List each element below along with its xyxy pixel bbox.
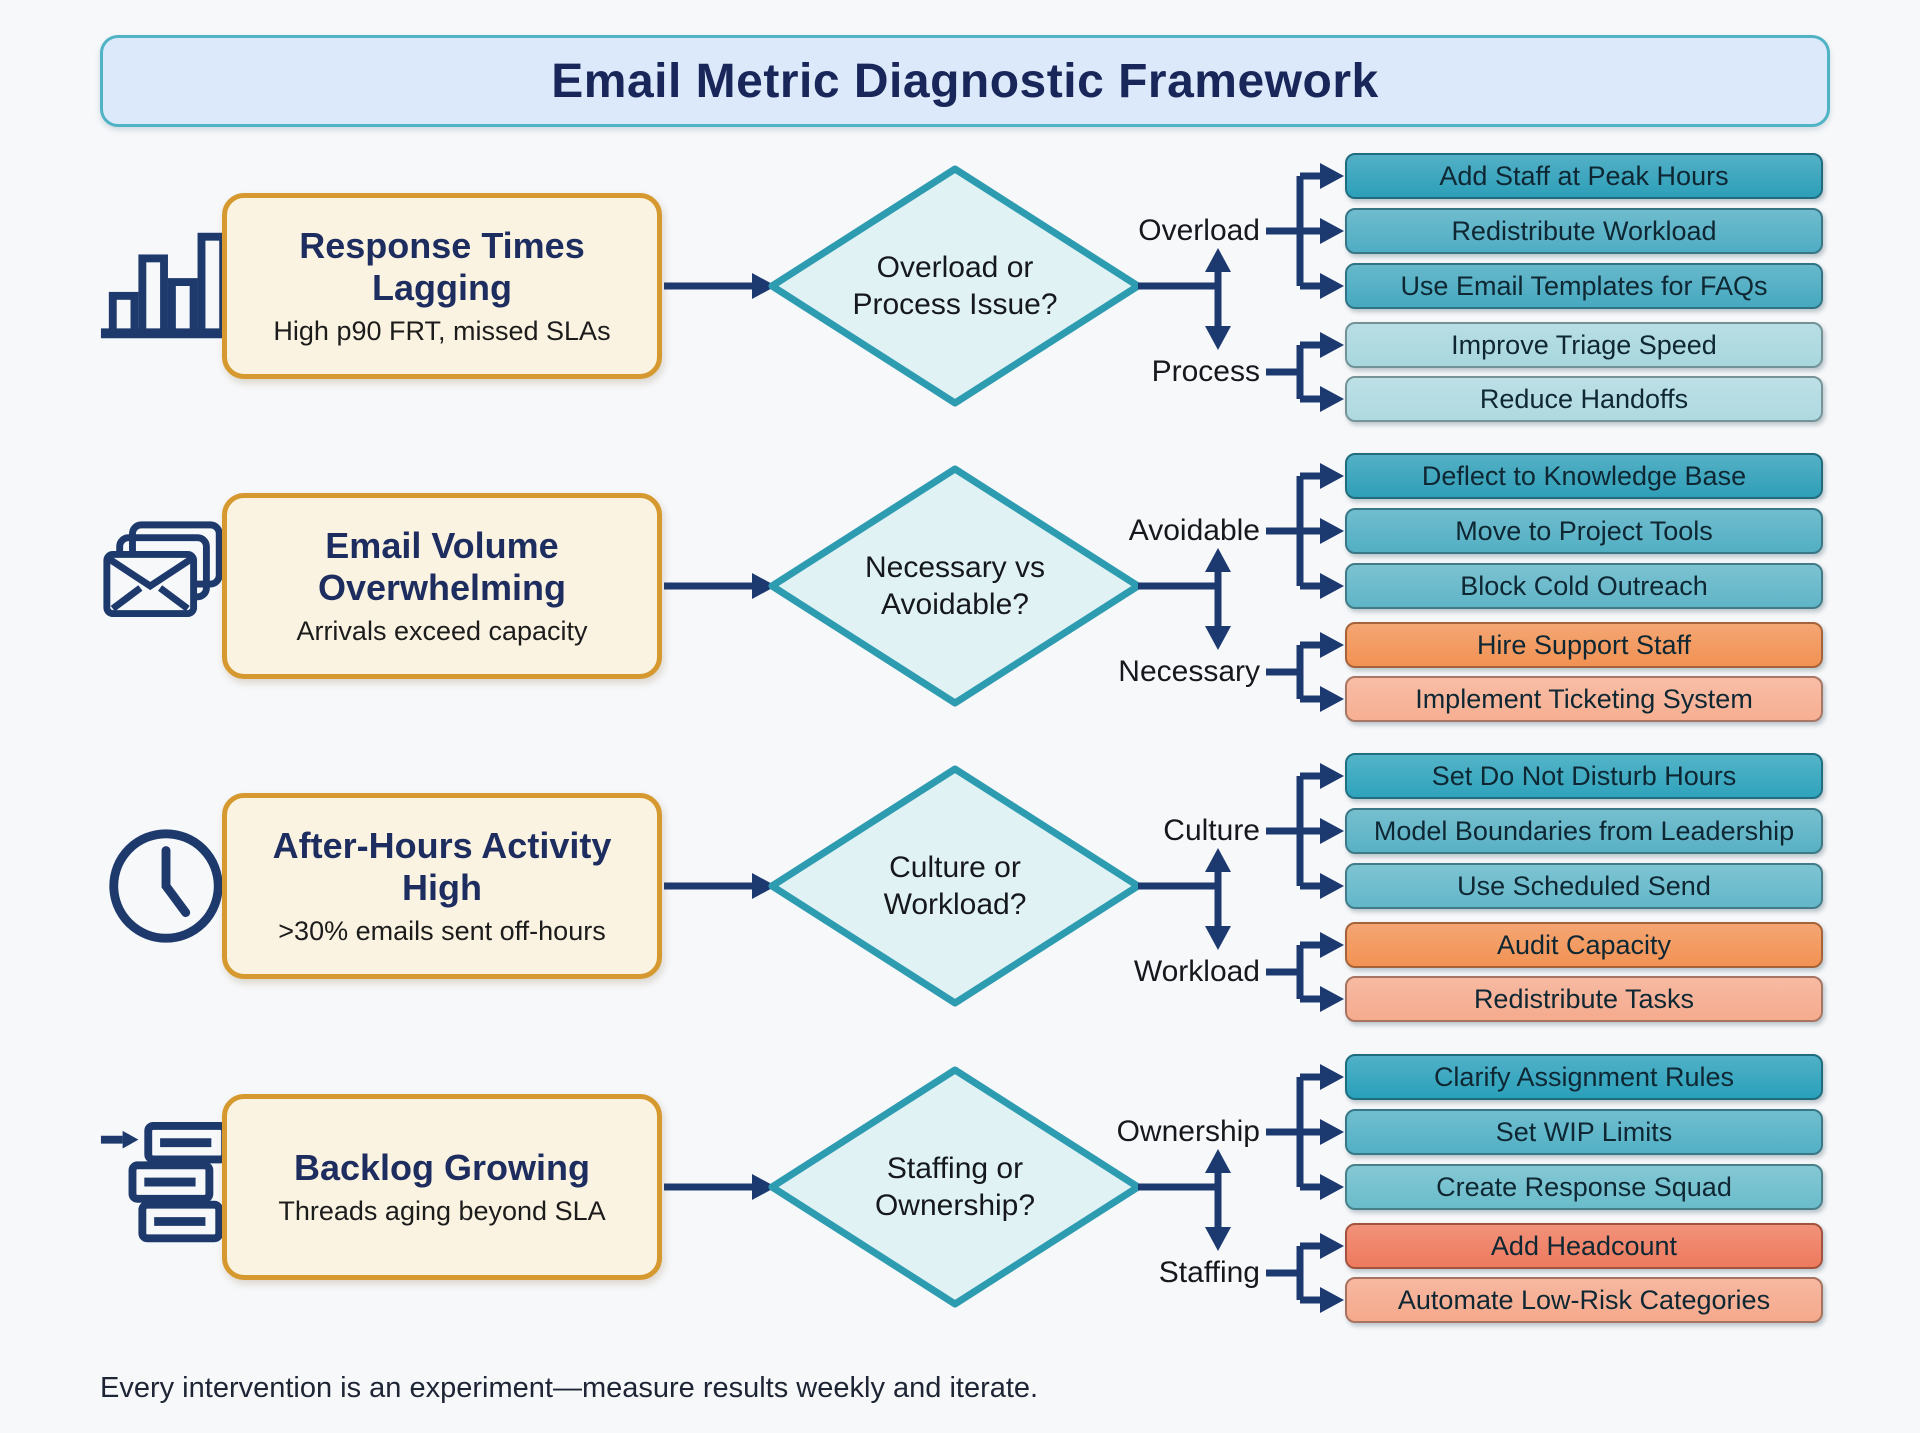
branch-label: Workload: [1133, 955, 1260, 988]
diagnostic-row: After-Hours Activity High >30% emails se…: [0, 736, 1920, 1036]
problem-subtitle: >30% emails sent off-hours: [278, 916, 606, 947]
decision-line: Process Issue?: [852, 288, 1058, 321]
action-box: Move to Project Tools: [1345, 508, 1823, 554]
decision-line: Overload or: [876, 250, 1034, 284]
branch-label: Necessary: [1118, 655, 1260, 688]
problem-title: After-Hours Activity High: [272, 825, 612, 908]
problem-card: After-Hours Activity High >30% emails se…: [222, 793, 662, 979]
action-box: Reduce Handoffs: [1345, 376, 1823, 422]
envelopes-icon: [90, 514, 242, 658]
action-box: Automate Low-Risk Categories: [1345, 1277, 1823, 1323]
page-title: Email Metric Diagnostic Framework: [551, 54, 1379, 108]
action-box: Set Do Not Disturb Hours: [1345, 753, 1823, 799]
problem-card: Backlog Growing Threads aging beyond SLA: [222, 1094, 662, 1280]
problem-subtitle: High p90 FRT, missed SLAs: [273, 316, 611, 347]
problem-title: Backlog Growing: [293, 1146, 591, 1188]
decision-line: Staffing or: [886, 1151, 1024, 1185]
clock-icon: [90, 814, 242, 958]
backlog-queue-icon: [90, 1115, 242, 1259]
action-box: Improve Triage Speed: [1345, 322, 1823, 368]
decision-diamond: Overload or Process Issue?: [805, 232, 1105, 340]
action-box: Hire Support Staff: [1345, 622, 1823, 668]
title-banner: Email Metric Diagnostic Framework: [100, 35, 1830, 127]
branch-label: Process: [1151, 355, 1260, 388]
branch-label: Overload: [1138, 214, 1260, 247]
decision-line: Culture or: [889, 850, 1021, 884]
action-box: Block Cold Outreach: [1345, 563, 1823, 609]
decision-diamond: Staffing or Ownership?: [805, 1133, 1105, 1241]
action-box: Model Boundaries from Leadership: [1345, 808, 1823, 854]
diagnostic-row: Response Times Lagging High p90 FRT, mis…: [0, 136, 1920, 436]
action-box: Set WIP Limits: [1345, 1109, 1823, 1155]
decision-line: Necessary vs: [864, 550, 1046, 584]
action-box: Deflect to Knowledge Base: [1345, 453, 1823, 499]
branch-label: Staffing: [1158, 1256, 1260, 1289]
action-box: Clarify Assignment Rules: [1345, 1054, 1823, 1100]
decision-line: Ownership?: [874, 1189, 1036, 1222]
decision-line: Avoidable?: [881, 588, 1029, 621]
action-box: Use Scheduled Send: [1345, 863, 1823, 909]
branch-label: Culture: [1163, 814, 1260, 847]
branch-label: Avoidable: [1128, 514, 1260, 547]
decision-line: Workload?: [883, 888, 1027, 921]
decision-diamond: Necessary vs Avoidable?: [805, 532, 1105, 640]
problem-subtitle: Threads aging beyond SLA: [278, 1196, 606, 1227]
problem-card: Email Volume Overwhelming Arrivals excee…: [222, 493, 662, 679]
footer-note: Every intervention is an experiment—meas…: [100, 1372, 1039, 1404]
action-box: Audit Capacity: [1345, 922, 1823, 968]
action-box: Redistribute Tasks: [1345, 976, 1823, 1022]
problem-card: Response Times Lagging High p90 FRT, mis…: [222, 193, 662, 379]
branch-label: Ownership: [1116, 1115, 1260, 1148]
action-box: Add Staff at Peak Hours: [1345, 153, 1823, 199]
diagnostic-row: Email Volume Overwhelming Arrivals excee…: [0, 436, 1920, 736]
bar-chart-icon: [90, 214, 242, 358]
problem-subtitle: Arrivals exceed capacity: [296, 616, 588, 647]
problem-title: Response Times Lagging: [299, 225, 585, 308]
decision-diamond: Culture or Workload?: [805, 832, 1105, 940]
action-box: Create Response Squad: [1345, 1164, 1823, 1210]
action-box: Implement Ticketing System: [1345, 676, 1823, 722]
problem-title: Email Volume Overwhelming: [317, 525, 567, 608]
action-box: Redistribute Workload: [1345, 208, 1823, 254]
action-box: Use Email Templates for FAQs: [1345, 263, 1823, 309]
action-box: Add Headcount: [1345, 1223, 1823, 1269]
diagnostic-row: Backlog Growing Threads aging beyond SLA…: [0, 1037, 1920, 1337]
